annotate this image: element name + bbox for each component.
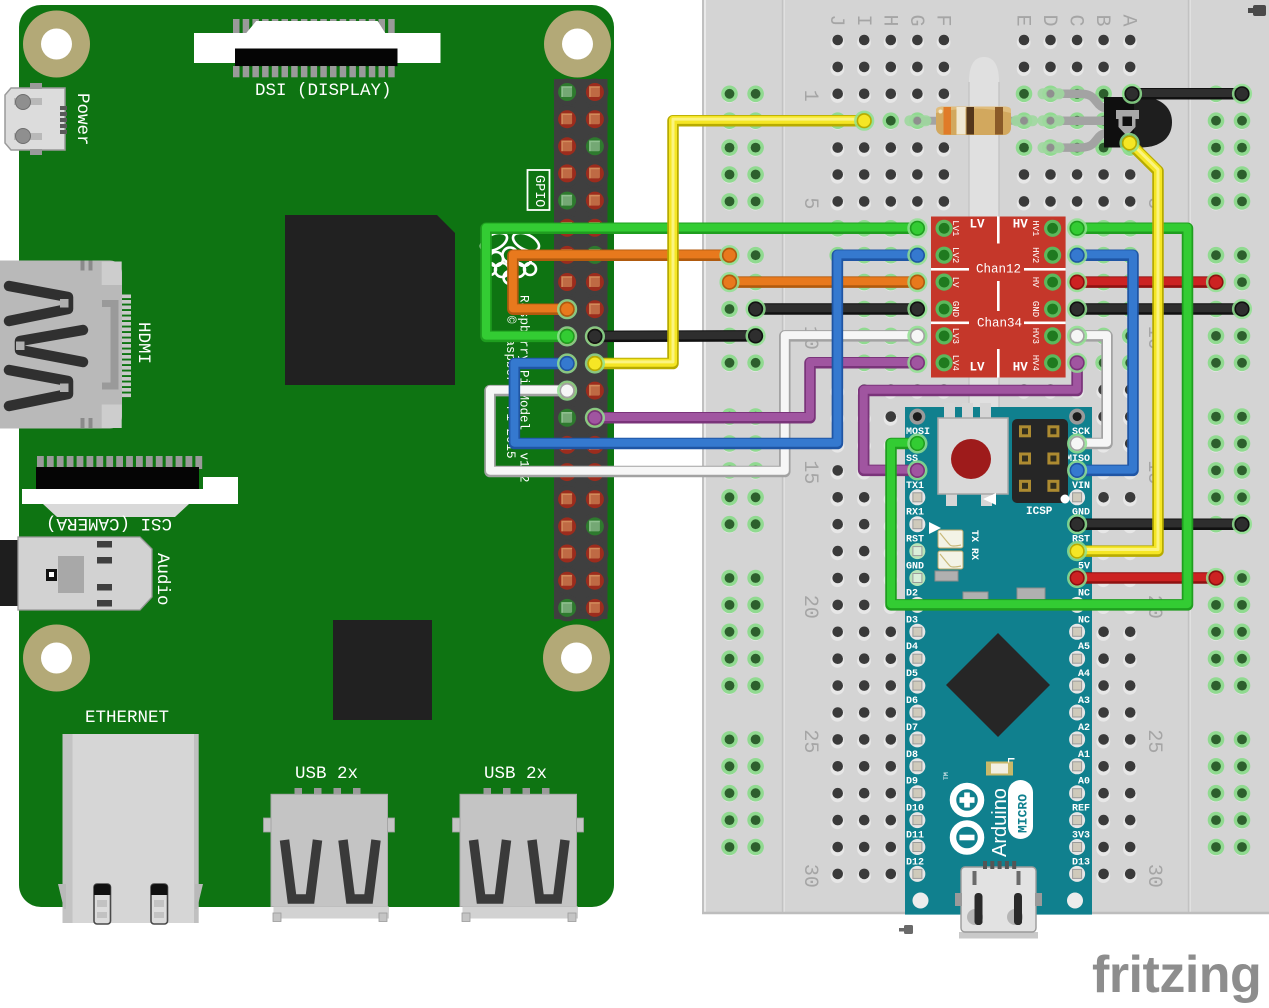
svg-text:GND: GND bbox=[1030, 301, 1040, 317]
svg-text:HV3: HV3 bbox=[1030, 328, 1040, 344]
svg-text:NC: NC bbox=[1078, 588, 1090, 599]
svg-text:G: G bbox=[904, 15, 927, 27]
svg-text:SCK: SCK bbox=[1072, 427, 1090, 438]
svg-text:D: D bbox=[1037, 15, 1060, 27]
svg-text:fritzing: fritzing bbox=[1092, 946, 1261, 1004]
svg-text:TX1: TX1 bbox=[906, 481, 924, 492]
svg-text:RST: RST bbox=[906, 535, 924, 546]
svg-text:25: 25 bbox=[1142, 729, 1165, 753]
svg-text:J: J bbox=[824, 15, 847, 27]
svg-text:MICRO: MICRO bbox=[1016, 794, 1031, 833]
svg-text:HV1: HV1 bbox=[1030, 220, 1040, 236]
svg-text:D9: D9 bbox=[906, 777, 918, 788]
svg-text:1: 1 bbox=[798, 90, 821, 102]
svg-text:TX RX: TX RX bbox=[968, 530, 979, 560]
svg-text:ETHERNET: ETHERNET bbox=[85, 708, 169, 728]
svg-text:GPIO: GPIO bbox=[531, 175, 546, 207]
svg-text:GND: GND bbox=[906, 562, 924, 573]
svg-text:A3: A3 bbox=[1078, 696, 1090, 707]
svg-text:5: 5 bbox=[798, 197, 821, 209]
svg-text:D11: D11 bbox=[906, 831, 924, 842]
svg-text:D6: D6 bbox=[906, 696, 918, 707]
svg-text:REF: REF bbox=[1072, 804, 1090, 815]
svg-text:D8: D8 bbox=[906, 750, 918, 761]
svg-text:LV: LV bbox=[950, 277, 960, 288]
svg-text:HV: HV bbox=[1030, 277, 1040, 288]
svg-text:RST: RST bbox=[1072, 535, 1090, 546]
svg-text:D4: D4 bbox=[906, 642, 918, 653]
svg-text:USB 2x: USB 2x bbox=[484, 764, 547, 784]
svg-text:A: A bbox=[1117, 15, 1140, 27]
svg-text:30: 30 bbox=[1142, 864, 1165, 888]
svg-text:A0: A0 bbox=[1078, 777, 1090, 788]
svg-text:20: 20 bbox=[798, 595, 821, 619]
svg-text:A2: A2 bbox=[1078, 723, 1090, 734]
svg-text:Audio: Audio bbox=[152, 553, 172, 606]
svg-text:L: L bbox=[1004, 757, 1015, 763]
svg-text:HV: HV bbox=[1013, 218, 1029, 232]
svg-text:A4: A4 bbox=[1078, 669, 1090, 680]
svg-text:LV1: LV1 bbox=[950, 220, 960, 236]
svg-text:D2: D2 bbox=[906, 588, 918, 599]
svg-text:D12: D12 bbox=[906, 857, 924, 868]
svg-text:D3: D3 bbox=[906, 615, 918, 626]
svg-text:H: H bbox=[877, 15, 900, 27]
svg-text:TM: TM bbox=[943, 772, 950, 780]
svg-text:VIN: VIN bbox=[1072, 481, 1090, 492]
svg-text:NC: NC bbox=[1078, 615, 1090, 626]
svg-text:LV: LV bbox=[970, 361, 986, 375]
svg-text:B: B bbox=[1090, 15, 1113, 27]
svg-text:D5: D5 bbox=[906, 669, 918, 680]
svg-text:SS: SS bbox=[906, 454, 918, 465]
svg-text:Power: Power bbox=[72, 93, 92, 146]
svg-text:15: 15 bbox=[798, 460, 821, 484]
svg-text:GND: GND bbox=[950, 301, 960, 317]
svg-text:DSI (DISPLAY): DSI (DISPLAY) bbox=[255, 81, 392, 101]
svg-text:HV4: HV4 bbox=[1030, 355, 1040, 371]
svg-text:I: I bbox=[851, 15, 874, 27]
svg-text:GND: GND bbox=[1072, 508, 1090, 519]
svg-text:Chan12: Chan12 bbox=[976, 263, 1021, 277]
svg-text:D13: D13 bbox=[1072, 857, 1090, 868]
svg-text:LV3: LV3 bbox=[950, 328, 960, 344]
svg-text:A1: A1 bbox=[1078, 750, 1090, 761]
svg-text:25: 25 bbox=[798, 729, 821, 753]
svg-text:3V3: 3V3 bbox=[1072, 831, 1090, 842]
svg-text:HV2: HV2 bbox=[1030, 247, 1040, 263]
svg-text:Arduino: Arduino bbox=[989, 788, 1011, 857]
svg-text:D7: D7 bbox=[906, 723, 918, 734]
svg-text:RX1: RX1 bbox=[906, 508, 924, 519]
svg-text:HV: HV bbox=[1013, 361, 1029, 375]
svg-text:30: 30 bbox=[798, 864, 821, 888]
svg-text:5V: 5V bbox=[1078, 562, 1090, 573]
svg-text:A5: A5 bbox=[1078, 642, 1090, 653]
svg-text:CSI (CAMERA): CSI (CAMERA) bbox=[46, 513, 172, 533]
svg-text:F: F bbox=[930, 15, 953, 27]
svg-text:MISO: MISO bbox=[1066, 454, 1090, 465]
svg-text:D10: D10 bbox=[906, 804, 924, 815]
svg-text:MOSI: MOSI bbox=[906, 427, 930, 438]
svg-text:LV: LV bbox=[970, 218, 986, 232]
svg-text:C: C bbox=[1064, 15, 1087, 27]
svg-text:LV2: LV2 bbox=[950, 247, 960, 263]
svg-text:ICSP: ICSP bbox=[1026, 506, 1053, 518]
svg-text:Chan34: Chan34 bbox=[977, 316, 1022, 330]
svg-text:USB 2x: USB 2x bbox=[295, 764, 358, 784]
svg-text:E: E bbox=[1011, 15, 1034, 27]
svg-text:HDMI: HDMI bbox=[133, 322, 153, 364]
svg-text:LV4: LV4 bbox=[950, 355, 960, 371]
